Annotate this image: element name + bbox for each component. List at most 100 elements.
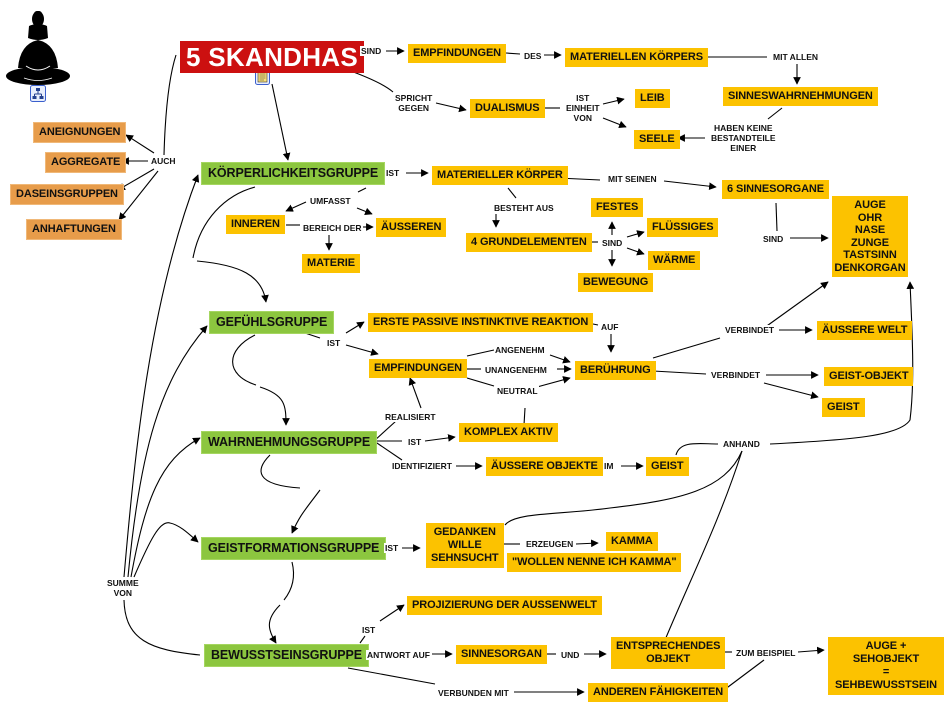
node-empfindungen-top[interactable]: EMPFINDUNGEN [408, 44, 507, 63]
node-festes[interactable]: FESTES [591, 198, 644, 217]
label-verbunden-mit: VERBUNDEN MIT [437, 688, 510, 698]
node-daseinsgruppen[interactable]: DASEINSGRUPPEN [10, 184, 124, 205]
edge [133, 522, 199, 578]
label-summe-von: SUMME VON [106, 578, 140, 598]
edge [125, 134, 155, 154]
hierarchy-icon[interactable] [30, 85, 46, 102]
node-geist-objekt[interactable]: GEIST-OBJEKT [824, 367, 914, 386]
node-andere-faehigkeiten[interactable]: ANDEREN FÄHIGKEITEN [588, 683, 729, 702]
label-mit-allen: MIT ALLEN [772, 52, 820, 62]
edge [652, 370, 707, 375]
edge [466, 377, 495, 387]
label-und: UND [560, 650, 581, 660]
label-ist: IST [385, 168, 401, 178]
edge [130, 437, 201, 578]
node-geist-1[interactable]: GEIST [822, 398, 865, 417]
node-leib[interactable]: LEIB [635, 89, 670, 108]
edge [196, 260, 269, 303]
edge [663, 180, 717, 191]
edge [291, 489, 321, 534]
label-realisiert: REALISIERT [384, 412, 437, 422]
node-wollen-zitat[interactable]: "WOLLEN NENNE ICH KAMMA" [507, 553, 682, 572]
edge [602, 117, 627, 129]
node-empfindungen[interactable]: EMPFINDUNGEN [369, 359, 468, 378]
node-sinnesorgan[interactable]: SINNESORGAN [456, 645, 547, 664]
node-seele[interactable]: SEELE [634, 130, 680, 149]
edge [675, 442, 719, 456]
node-inneren[interactable]: INNEREN [226, 215, 285, 234]
label-des: DES [523, 51, 543, 61]
group-gefuehl[interactable]: GEFÜHLSGRUPPE [209, 311, 335, 334]
group-geistformation[interactable]: GEISTFORMATIONSGRUPPE [201, 537, 387, 560]
edge [127, 325, 208, 578]
edge [163, 54, 177, 156]
label-ist-geistformation: IST [384, 543, 400, 553]
edge [505, 52, 521, 55]
edge [192, 186, 256, 259]
label-erzeugen: ERZEUGEN [525, 539, 575, 549]
node-bewegung[interactable]: BEWEGUNG [578, 273, 654, 292]
edge [769, 281, 915, 445]
node-materieller-koerper[interactable]: MATERIELLER KÖRPER [432, 166, 568, 185]
node-komplex-aktiv[interactable]: KOMPLEX AKTIV [459, 423, 558, 442]
edge [408, 377, 422, 409]
node-organ-list[interactable]: AUGE OHR NASE ZUNGE TASTSINN DENKORGAN [832, 196, 908, 277]
edge [664, 450, 743, 641]
label-anhand: ANHAND [722, 439, 761, 449]
node-projizierung[interactable]: PROJIZIERUNG DER AUSSENWELT [407, 596, 602, 615]
node-materie[interactable]: MATERIE [302, 254, 360, 273]
label-sind-organe: SIND [762, 234, 785, 244]
group-wahrnehmung[interactable]: WAHRNEHMUNGSGRUPPE [201, 431, 378, 454]
edge [117, 168, 155, 191]
node-fluessiges[interactable]: FLÜSSIGES [647, 218, 719, 237]
node-erste-reaktion[interactable]: ERSTE PASSIVE INSTINKTIVE REAKTION [368, 313, 594, 332]
edge [507, 187, 517, 199]
label-sind: SIND [360, 46, 383, 56]
label-auf: AUF [600, 322, 620, 332]
node-materiellen-koerpers[interactable]: MATERIELLEN KÖRPERS [565, 48, 708, 67]
node-geist-2[interactable]: GEIST [646, 457, 689, 476]
edge [259, 386, 290, 426]
node-sehbewusstsein[interactable]: AUGE + SEHOBJEKT = SEHBEWUSSTSEIN [828, 637, 944, 695]
edge [763, 281, 829, 329]
label-ist-bewusstsein: IST [361, 625, 377, 635]
buddha-figure-icon [6, 11, 70, 85]
node-dualismus[interactable]: DUALISMUS [470, 99, 545, 118]
label-bereich-der: BEREICH DER [302, 223, 363, 233]
node-aggregate[interactable]: AGGREGATE [45, 152, 127, 173]
label-besteht-aus: BESTEHT AUS [493, 203, 555, 213]
label-unangenehm: UNANGENEHM [484, 365, 548, 375]
edge [652, 337, 721, 359]
node-anhaftungen[interactable]: ANHAFTUNGEN [26, 219, 122, 240]
group-koerperlichkeit[interactable]: KÖRPERLICHKEITSGRUPPE [201, 162, 386, 185]
edge [775, 202, 778, 232]
edge [260, 454, 301, 489]
edge [268, 604, 281, 644]
node-aeussere-welt[interactable]: ÄUSSERE WELT [817, 321, 913, 340]
node-gedanken-wille-sehnsucht[interactable]: GEDANKEN WILLE SEHNSUCHT [426, 523, 504, 568]
label-im: IM [603, 461, 615, 471]
group-bewusstsein[interactable]: BEWUSSTSEINSGRUPPE [204, 644, 370, 667]
edge [356, 207, 373, 216]
edge [536, 376, 571, 388]
node-aeussere-objekte[interactable]: ÄUSSERE OBJEKTE [486, 457, 603, 476]
edge [435, 102, 467, 113]
node-waerme[interactable]: WÄRME [648, 251, 701, 270]
node-beruehrung[interactable]: BERÜHRUNG [575, 361, 656, 380]
node-4-grundelemente[interactable]: 4 GRUNDELEMENTEN [466, 233, 592, 252]
node-sinneswahrnehmungen[interactable]: SINNESWAHRNEHMUNGEN [723, 87, 878, 106]
node-entsprechendes-objekt[interactable]: ENTSPRECHENDES OBJEKT [611, 637, 726, 669]
node-aeusseren[interactable]: ÄUSSEREN [376, 218, 447, 237]
edge [232, 334, 257, 386]
edge [345, 344, 379, 356]
edge [357, 187, 367, 193]
edge [285, 201, 307, 212]
node-kamma[interactable]: KAMMA [606, 532, 658, 551]
edge [347, 667, 436, 685]
edge [523, 407, 526, 426]
edge [602, 96, 625, 105]
node-aneignungen[interactable]: ANEIGNUNGEN [33, 122, 127, 143]
edge [379, 604, 405, 622]
root-node[interactable]: 5 SKANDHAS [180, 41, 365, 73]
node-6-sinnesorgane[interactable]: 6 SINNESORGANE [722, 180, 830, 199]
